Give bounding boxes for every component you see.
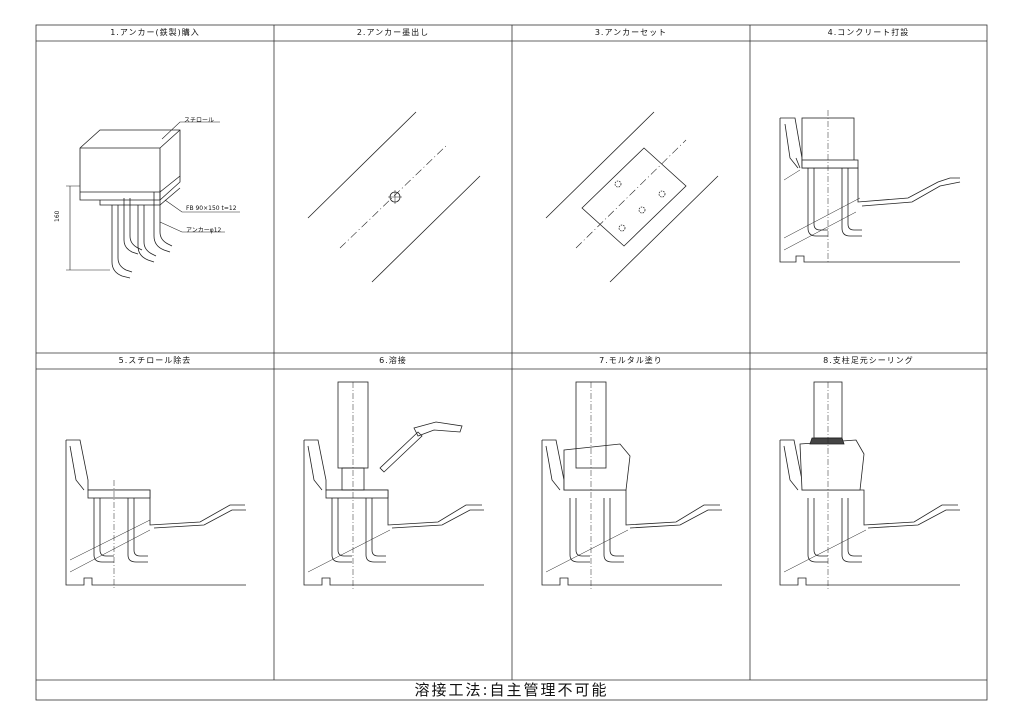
label-anchor: アンカーφ12 xyxy=(186,227,222,234)
panel-2-drawing xyxy=(307,111,481,283)
panel-1-drawing xyxy=(66,121,240,279)
panel-5-drawing xyxy=(65,439,246,590)
panel-4-drawing xyxy=(779,110,961,263)
step-6-title: 6.溶接 xyxy=(379,356,407,365)
step-7-title: 7.モルタル塗り xyxy=(599,356,663,365)
step-8-title: 8.支柱足元シーリング xyxy=(823,356,914,365)
label-styrofoam: スチロール xyxy=(184,117,215,124)
step-3-title: 3.アンカーセット xyxy=(594,28,668,37)
label-plate: FB 90×150 t=12 xyxy=(186,205,237,212)
panel-8-drawing xyxy=(779,381,960,590)
footer-caption: 溶接工法:自主管理不可能 xyxy=(414,681,609,699)
label-height-dimension: 160 xyxy=(54,210,61,222)
panel-3-drawing xyxy=(545,111,719,283)
panel-6-drawing xyxy=(303,381,484,590)
step-2-title: 2.アンカー墨出し xyxy=(356,28,430,37)
panel-7-drawing xyxy=(541,381,722,590)
frame-grid xyxy=(35,24,988,701)
step-1-title: 1.アンカー(鉄製)購入 xyxy=(110,28,200,37)
step-5-title: 5.スチロール除去 xyxy=(118,356,192,365)
step-4-title: 4.コンクリート打設 xyxy=(827,28,910,37)
